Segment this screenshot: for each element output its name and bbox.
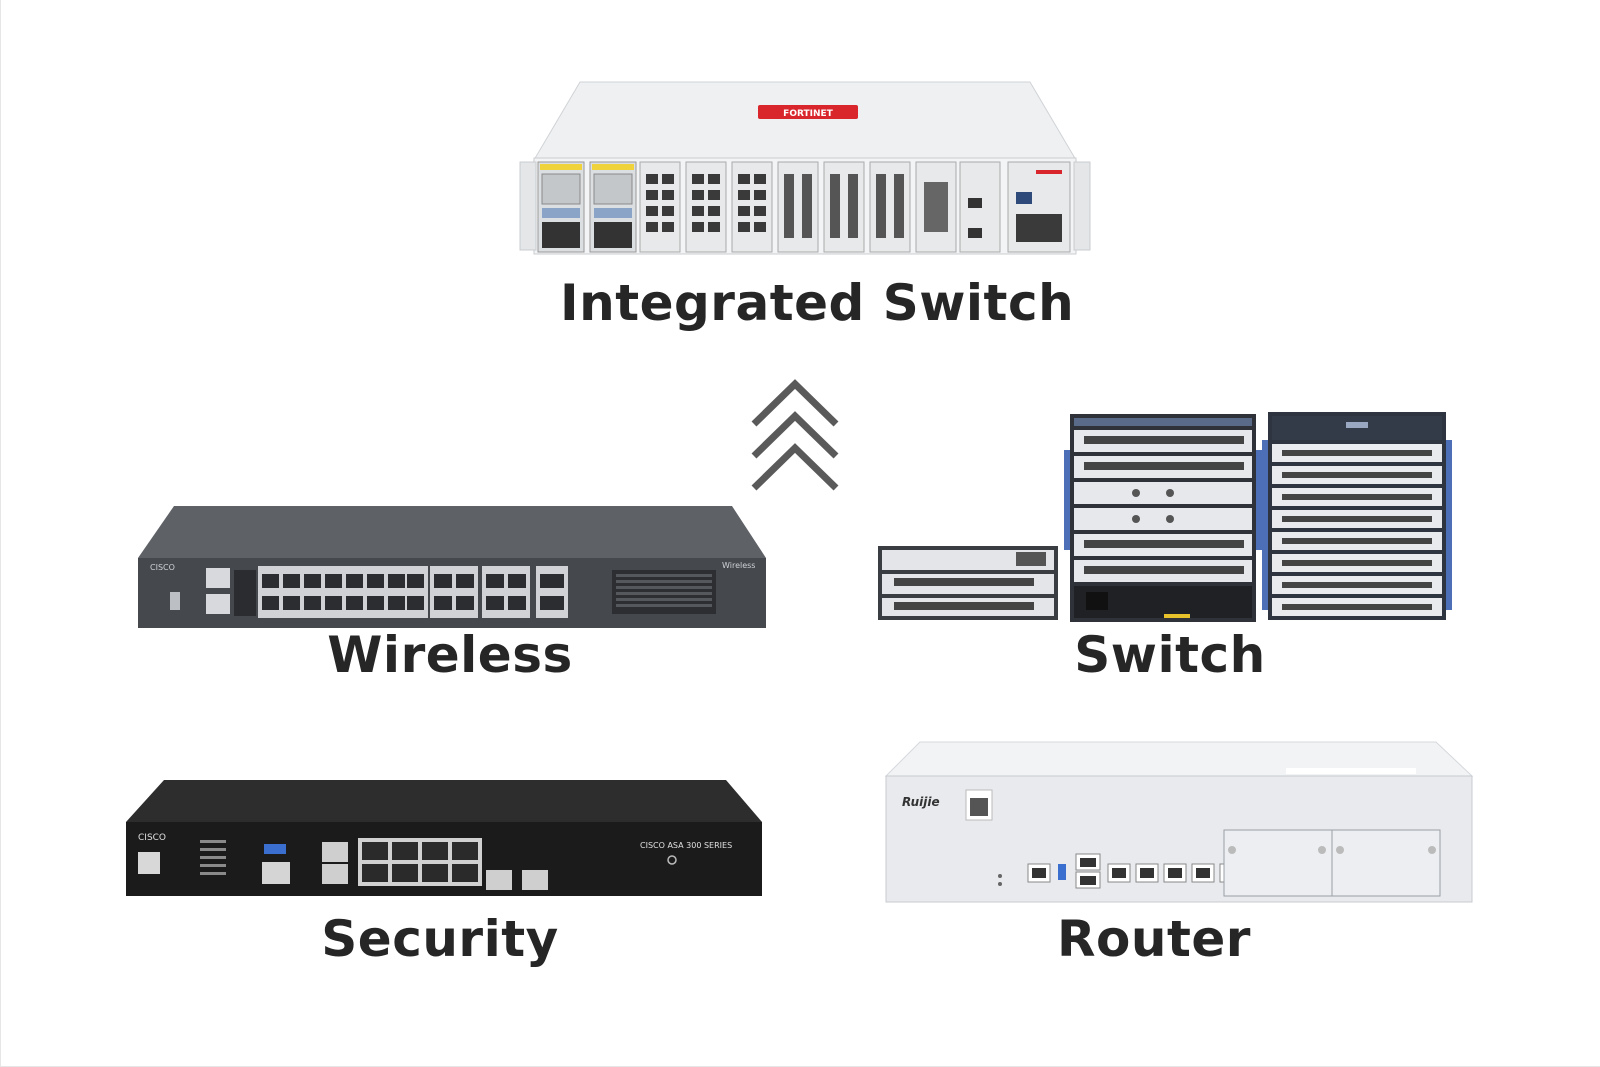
security-device: CISCO CISCO ASA 300 SERIES: [126, 780, 762, 896]
sfp-port-group: [258, 566, 568, 618]
security-brand-text: CISCO: [138, 833, 166, 843]
integrated-switch-device: FORTINET: [519, 81, 1091, 255]
router-label: Router: [1057, 910, 1251, 968]
line-card: [639, 161, 681, 253]
switch-label: Switch: [1074, 626, 1266, 684]
triple-chevron-up-icon: [751, 379, 839, 491]
security-label: Security: [321, 910, 559, 968]
wireless-side-text: Wireless: [722, 561, 755, 570]
security-series-text: CISCO ASA 300 SERIES: [640, 841, 732, 850]
fortinet-logo-badge: [758, 105, 858, 119]
integrated-switch-label: Integrated Switch: [560, 274, 1075, 332]
wireless-brand-text: CISCO: [150, 563, 175, 572]
fortinet-logo-text: FORTINET: [783, 109, 833, 119]
router-device: Ruijie: [884, 741, 1474, 903]
router-brand-text: Ruijie: [902, 795, 940, 809]
wireless-device: CISCO Wireless: [138, 506, 766, 628]
switch-right-chassis: [1262, 412, 1452, 620]
router-expansion-slots: [1223, 829, 1441, 897]
switch-tall-chassis: [1064, 414, 1262, 622]
switch-device-group: [878, 412, 1452, 622]
wireless-label: Wireless: [327, 626, 573, 684]
switch-small-chassis: [878, 546, 1058, 620]
